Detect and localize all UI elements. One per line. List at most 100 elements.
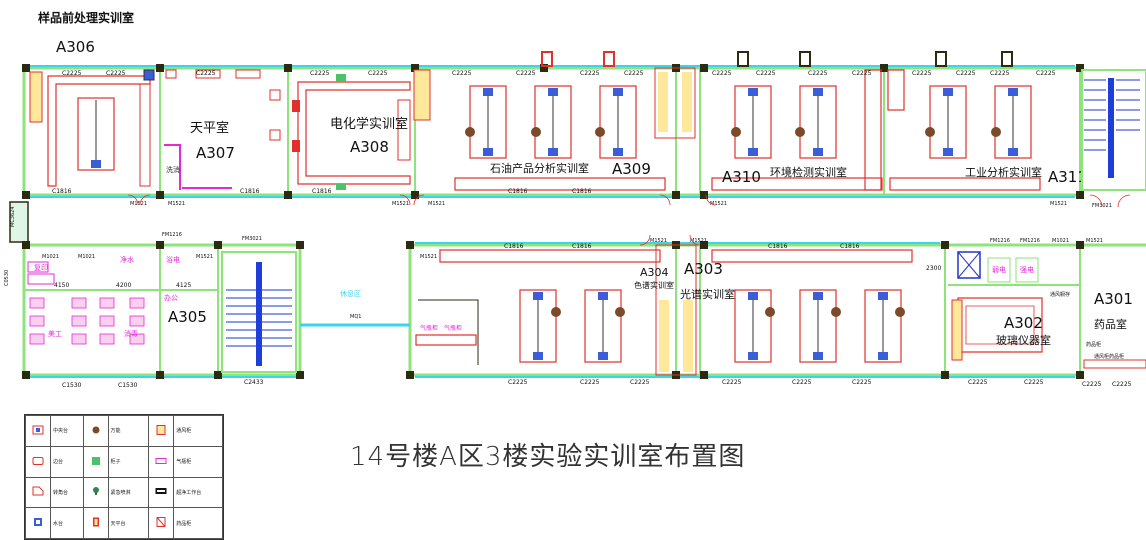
stair-east: FM3021	[1081, 69, 1146, 209]
room-code-a310: A310	[722, 168, 761, 186]
label-xixiao: 洗消	[166, 165, 180, 174]
room-name-a303: 光谱实训室	[680, 287, 735, 301]
door-code-a310: M1521	[710, 201, 727, 207]
legend-label: 转角台	[50, 476, 84, 509]
balance-table-icon	[82, 507, 109, 539]
room-code-a303: A303	[684, 260, 723, 278]
door-code-a306: M1521	[130, 201, 147, 207]
door-code-fm1216: FM1216	[162, 232, 182, 238]
legend-label: 超净工作台	[173, 476, 223, 509]
window-code-a301-2: C2225	[1112, 381, 1132, 388]
corner-bench-icon	[25, 476, 51, 509]
sink-icon	[25, 507, 51, 539]
reagent-cabinet-icon	[148, 507, 175, 539]
door-code-m1021-b: M1021	[78, 254, 95, 260]
room-name-a310: 环境检测实训室	[770, 165, 847, 179]
label-tongfeng: 通风柜药品柜	[1094, 353, 1124, 360]
room-a308: 电化学实训室 A308 C2225 C2225 C1816 M1521	[292, 69, 431, 207]
window-code-a305-2: C1530	[118, 382, 138, 389]
door-code-m1021-a: M1021	[42, 254, 59, 260]
door-code-a308: M1521	[392, 201, 409, 207]
window-code-a310-4: C2225	[852, 70, 872, 77]
window-code-a306-1: C2225	[62, 70, 82, 77]
side-bench-icon	[25, 445, 51, 478]
legend-label: 气瓶柜	[173, 445, 223, 478]
room-name-a311: 工业分析实训室	[965, 165, 1042, 179]
cabinet-icon	[82, 445, 109, 478]
room-name-a307: 天平室	[190, 120, 229, 136]
window-code-a304-4: C2225	[580, 379, 600, 386]
window-code-a310-3: C2225	[808, 70, 828, 77]
door-code-a304-side: M1521	[420, 254, 437, 260]
door-code-fm3021-central: FM3021	[242, 236, 262, 242]
window-code-c0530: C0530	[4, 270, 10, 286]
window-bands	[30, 65, 1075, 378]
label-yudian: 浴电	[166, 255, 180, 264]
bench-icon	[25, 415, 51, 447]
room-a302-a301: 弱电 强电 A302 玻璃仪器室 A301 药品室 药品柜 通风柜药品柜 FM1…	[951, 238, 1146, 388]
window-code-a307-1: C2225	[196, 70, 216, 77]
legend-label: 通风柜	[173, 415, 223, 447]
window-code-a304-5: C2225	[630, 379, 650, 386]
legend-label: 边台	[50, 445, 84, 478]
window-code-a309-4: C2225	[624, 70, 644, 77]
service-shafts	[654, 67, 697, 376]
legend-label: 水台	[50, 507, 84, 539]
label-xiaoshen: 消毒	[124, 329, 138, 338]
label-fuyi: 复印	[34, 263, 48, 272]
room-name-a309: 石油产品分析实训室	[490, 161, 589, 175]
corridor-bridge: MQ1 休息区	[300, 289, 410, 327]
legend-row: 中央台 万能 通风柜	[25, 415, 223, 447]
room-dividers	[24, 68, 1081, 375]
label-meishi: 美工	[48, 329, 62, 338]
label-gas-cabinet-1: 气瓶柜	[420, 324, 438, 332]
dimension-4150: 4150	[54, 282, 69, 289]
window-code-a304-1: C1816	[504, 243, 524, 250]
window-code-a310-2: C2225	[756, 70, 776, 77]
room-code-a306: A306	[56, 38, 95, 56]
window-code-a310-1: C2225	[712, 70, 732, 77]
legend-label: 紧急喷淋	[107, 476, 150, 509]
room-a306: C2225 C2225 C1816 M1521	[29, 69, 155, 207]
window-code-a303-4: C2225	[792, 379, 812, 386]
door-code-fm1216-b: FM1216	[1020, 238, 1040, 244]
window-code-a304-2: C1816	[572, 243, 592, 250]
label-ruodian: 弱电	[992, 265, 1006, 274]
door-code-a309: M1521	[428, 201, 445, 207]
legend-row: 水台 天平台 药品柜	[25, 507, 223, 539]
room-code-a309: A309	[612, 160, 651, 178]
window-code-a311-4: C2225	[1036, 70, 1056, 77]
label-qiangdian: 强电	[1020, 265, 1034, 274]
window-code-a304-3: C2225	[508, 379, 528, 386]
legend-label: 药品柜	[173, 507, 223, 539]
window-code-a309-6: C1816	[572, 188, 592, 195]
window-code-a308-3: C1816	[312, 188, 332, 195]
door-code-mq1: MQ1	[350, 314, 361, 320]
door-code-fm1216-a: FM1216	[990, 238, 1010, 244]
door-code-a311: M1521	[1050, 201, 1067, 207]
window-code-a308-1: C2225	[310, 70, 330, 77]
label-jingshui: 净水	[120, 255, 134, 264]
window-code-a303-1: C1816	[768, 243, 788, 250]
window-code-a303-2: C1816	[840, 243, 860, 250]
room-code-a311: A311	[1048, 168, 1087, 186]
window-code-a311-3: C2225	[990, 70, 1010, 77]
room-a304-a303: A304 色谱实训室 A303 光谱实训室 C1816 C1816 C1816 …	[415, 238, 941, 386]
door-swings	[399, 194, 1131, 246]
window-code-c2433: C2433	[244, 379, 264, 386]
fume-hood-icon	[148, 415, 175, 447]
window-code-a311-2: C2225	[956, 70, 976, 77]
legend-row: 边台 柜子 气瓶柜	[25, 445, 223, 478]
door-code-a307: M1521	[168, 201, 185, 207]
legend-table: 中央台 万能 通风柜 边台 柜子 气瓶柜 转角台 紧急喷淋 超净工作台 水台 天	[24, 414, 224, 540]
label-gas-cabinet-2: 气瓶柜	[444, 324, 462, 332]
door-code-m1521-a301: M1521	[1086, 238, 1103, 244]
room-code-a308: A308	[350, 138, 389, 156]
dimension-4200: 4200	[116, 282, 131, 289]
rest-area-label: 休息区	[340, 289, 361, 298]
door-code-m1521-a305: M1521	[196, 254, 213, 260]
label-gas-storage: 通风橱存	[1050, 291, 1070, 298]
room-a309: 石油产品分析实训室 A309 C2225 C2225 C2225 C2225 C…	[428, 51, 666, 207]
window-code-a301-1: C2225	[1082, 381, 1102, 388]
legend-label: 万能	[107, 415, 150, 447]
